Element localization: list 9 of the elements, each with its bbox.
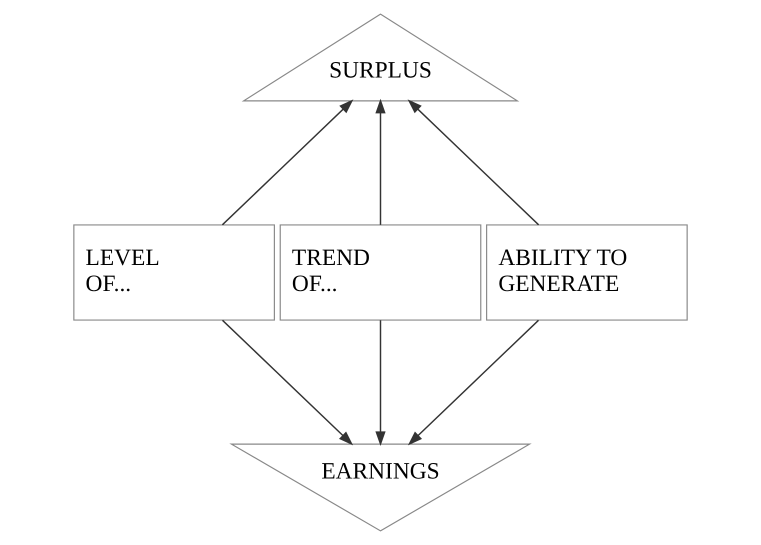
node-box: ABILITY TO GENERATE	[486, 224, 688, 321]
node-box: TREND OF...	[280, 224, 482, 321]
node-box: LEVEL OF...	[73, 224, 275, 321]
arrow	[408, 99, 540, 226]
arrow	[222, 99, 354, 226]
arrow	[408, 320, 539, 446]
arrow	[222, 320, 354, 446]
arrow	[375, 98, 386, 225]
arrow	[375, 320, 386, 446]
